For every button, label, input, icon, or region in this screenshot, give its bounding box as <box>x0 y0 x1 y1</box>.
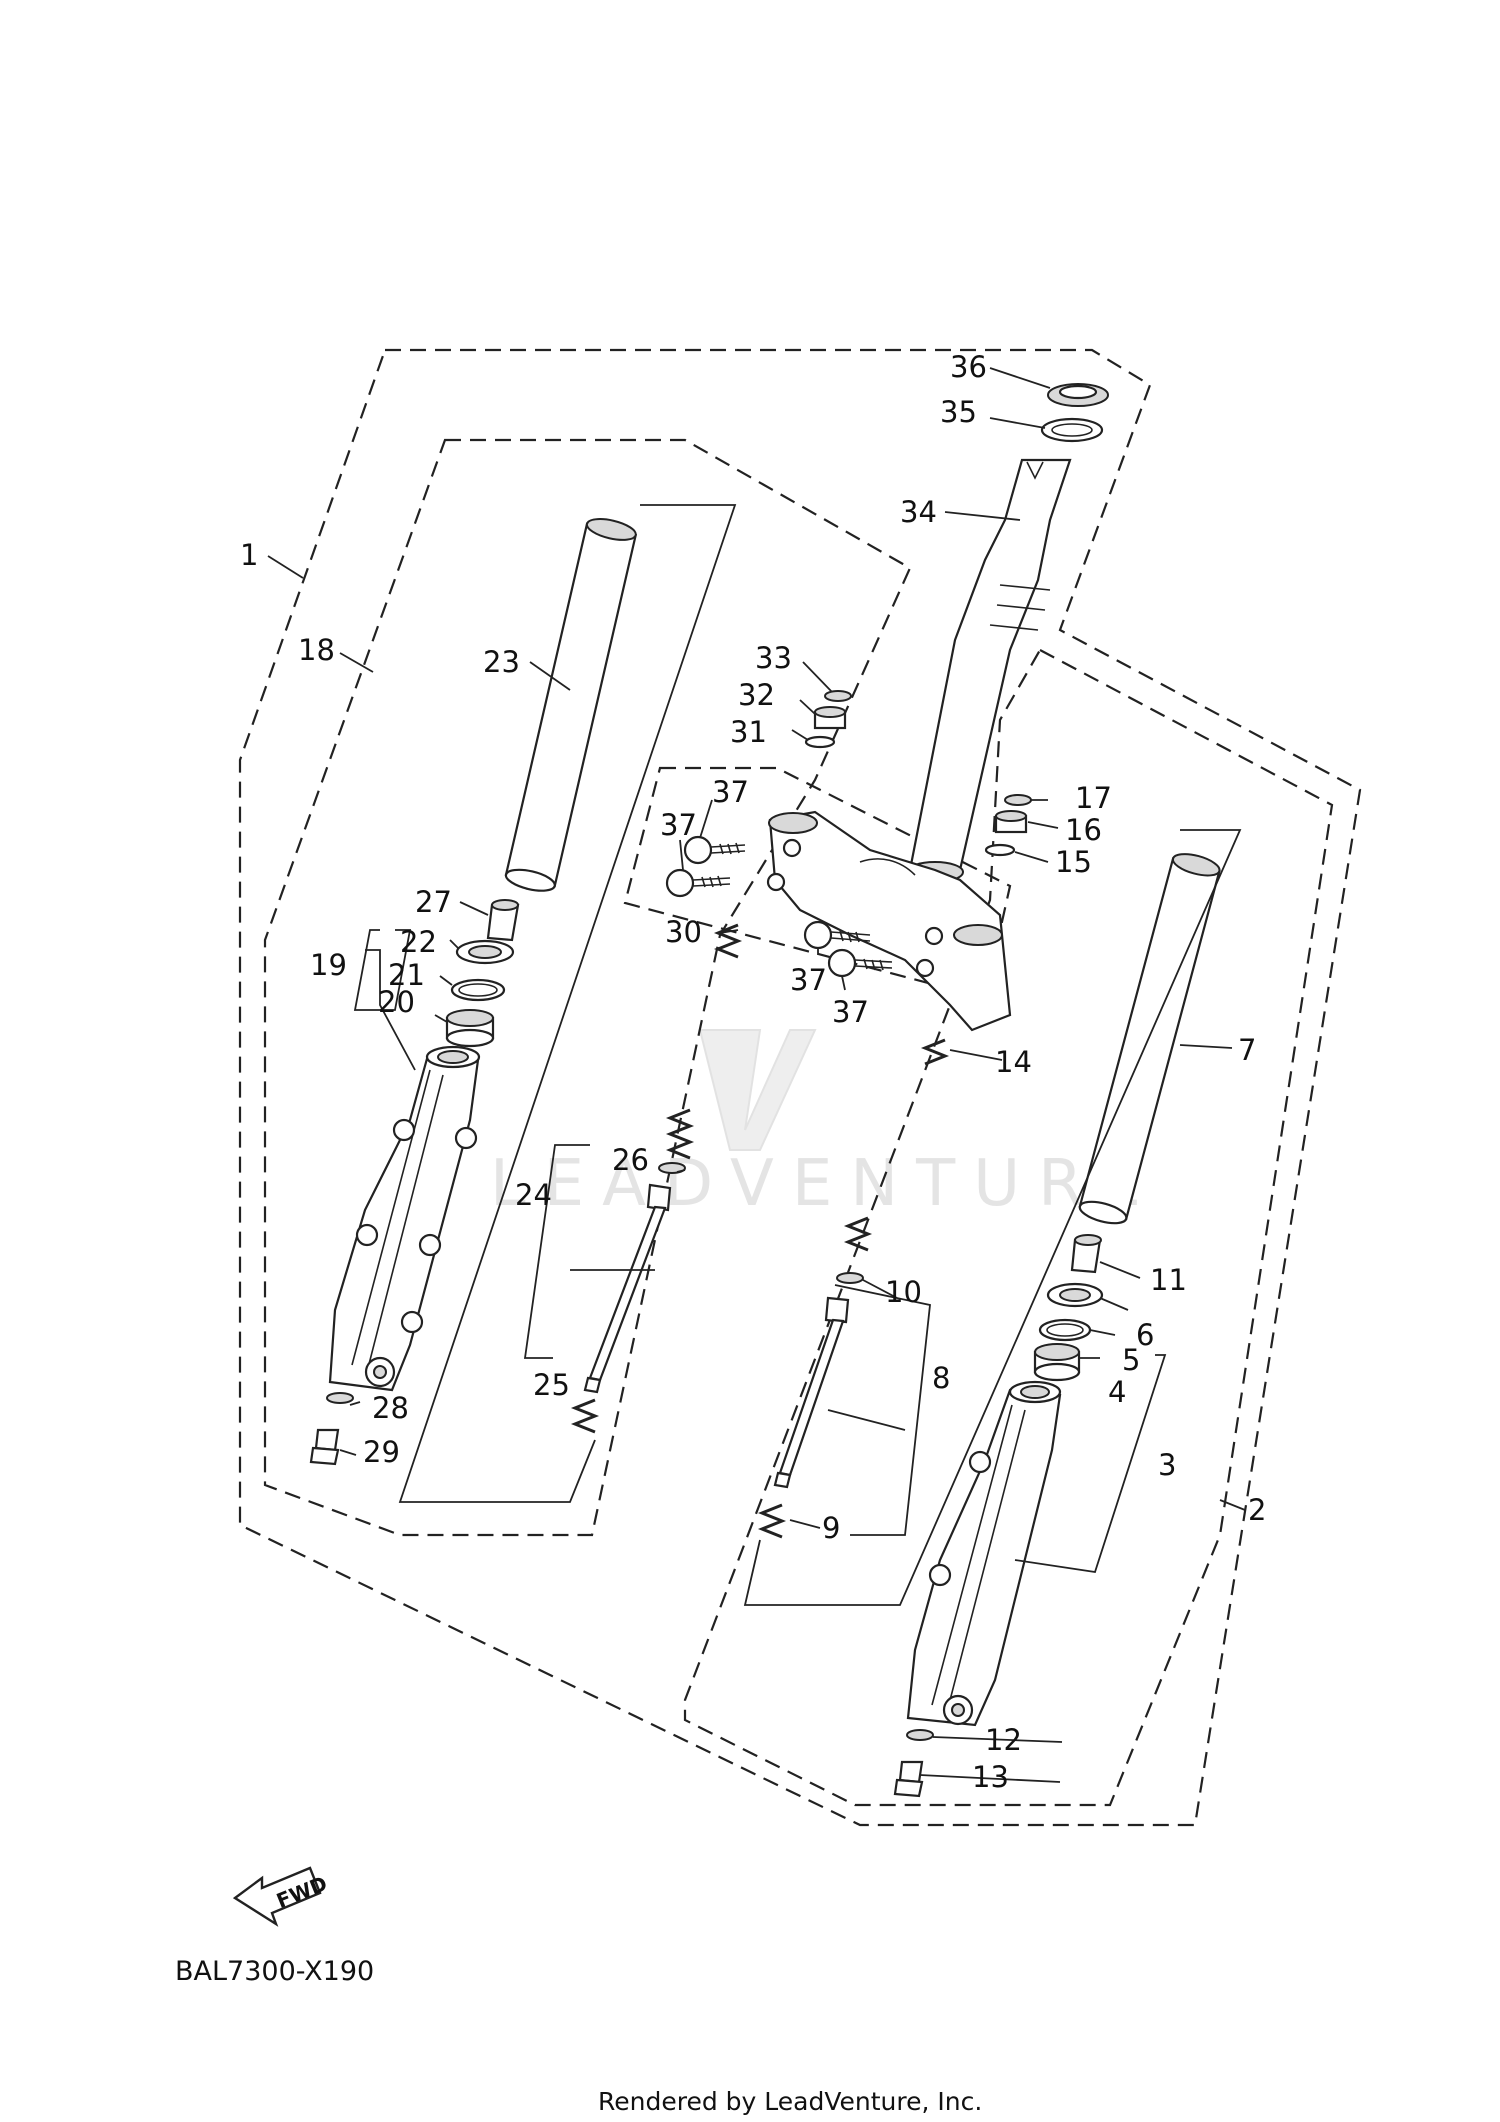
callout-37-lower: 37 <box>832 995 869 1029</box>
callout-5: 5 <box>1122 1343 1140 1377</box>
callout-29: 29 <box>363 1435 400 1469</box>
callout-16: 16 <box>1065 813 1102 847</box>
callout-14: 14 <box>995 1045 1032 1079</box>
callout-35: 35 <box>940 395 977 429</box>
right-fork-assembly <box>757 853 1221 1798</box>
callout-30: 30 <box>665 915 702 949</box>
leader-lines <box>267 367 1246 1783</box>
bushing-20 <box>445 1009 495 1048</box>
callout-20: 20 <box>378 985 415 1019</box>
callout-12: 12 <box>985 1723 1022 1757</box>
callout-37-left: 37 <box>660 808 697 842</box>
callout-37-upper: 37 <box>712 775 749 809</box>
fwd-arrow-icon <box>232 1866 322 1927</box>
callout-34: 34 <box>900 495 937 529</box>
fork-spring-14 <box>843 1038 950 1252</box>
callout-22: 22 <box>400 925 437 959</box>
cap-bolt-32 <box>813 706 847 730</box>
inner-tube-7 <box>1078 853 1221 1225</box>
outer-tube-3 <box>906 1380 1062 1727</box>
callout-33: 33 <box>755 641 792 675</box>
collar-11 <box>1070 1234 1102 1274</box>
callout-24: 24 <box>515 1178 552 1212</box>
bearing-35 <box>1040 417 1104 443</box>
callout-3: 3 <box>1158 1448 1176 1482</box>
callout-19: 19 <box>310 948 347 982</box>
o-ring-15 <box>984 843 1016 857</box>
fork-spring-30 <box>665 923 743 1160</box>
assembly-1-outline <box>238 348 1362 1827</box>
circlip-17 <box>1004 794 1032 806</box>
washer-28 <box>326 1392 354 1404</box>
pinch-bolt-upper-left <box>683 835 746 865</box>
oil-seal-22-hole <box>468 945 502 959</box>
inner-tube-23 <box>504 518 638 892</box>
fwd-arrow: FWD <box>232 1866 331 1927</box>
collar-27 <box>486 899 520 942</box>
bracket-18-frame <box>398 504 737 1503</box>
left-fork-assembly <box>309 518 743 1466</box>
callout-7: 7 <box>1238 1033 1256 1067</box>
pinch-bolt-lower-left <box>665 868 731 898</box>
callout-31: 31 <box>730 715 767 749</box>
callout-6: 6 <box>1136 1318 1154 1352</box>
callout-4: 4 <box>1108 1375 1126 1409</box>
spring-25 <box>570 1398 600 1434</box>
watermark-text: LEADVENTURE <box>490 1147 1159 1221</box>
damper-rod-8 <box>773 1296 850 1489</box>
ring-10 <box>836 1272 864 1284</box>
callout-1: 1 <box>240 538 258 572</box>
ring-26 <box>658 1162 686 1174</box>
circlip-33 <box>824 690 852 702</box>
spring-9 <box>757 1503 787 1539</box>
callout-27: 27 <box>415 885 452 919</box>
callout-15: 15 <box>1055 845 1092 879</box>
washer-12 <box>906 1729 934 1741</box>
watermark-logo-icon <box>698 1029 817 1151</box>
callout-23: 23 <box>483 645 520 679</box>
callout-2: 2 <box>1248 1493 1266 1527</box>
callout-17: 17 <box>1075 781 1112 815</box>
outer-tube-19 <box>328 1045 481 1392</box>
bracket-lines <box>353 504 1242 1606</box>
assembly-2-outline <box>683 648 1334 1807</box>
callout-37-middle: 37 <box>790 963 827 997</box>
callout-32: 32 <box>738 678 775 712</box>
pinch-bolt-lower-right <box>827 948 893 978</box>
callout-28: 28 <box>372 1391 409 1425</box>
clip-5-inner <box>1046 1323 1084 1337</box>
group-outlines <box>238 348 1362 1827</box>
oil-seal-6-hole <box>1059 1288 1091 1302</box>
o-ring-31 <box>804 735 836 749</box>
callout-25: 25 <box>533 1368 570 1402</box>
watermark: LEADVENTURE <box>490 1029 1159 1221</box>
cap-bolt-16 <box>994 810 1028 834</box>
assembly-18-outline <box>263 438 912 1537</box>
bushing-4 <box>1033 1343 1081 1382</box>
callout-36: 36 <box>950 350 987 384</box>
damper-rod-24 <box>583 1183 672 1394</box>
callout-8: 8 <box>932 1361 950 1395</box>
clip-21-inner <box>458 983 498 997</box>
under-bracket <box>766 810 1012 1032</box>
callout-18: 18 <box>298 633 335 667</box>
render-credit: Rendered by LeadVenture, Inc. <box>598 2087 982 2116</box>
callout-13: 13 <box>972 1760 1009 1794</box>
callout-26: 26 <box>612 1143 649 1177</box>
callout-21: 21 <box>388 958 425 992</box>
callout-9: 9 <box>822 1511 840 1545</box>
callout-10: 10 <box>885 1275 922 1309</box>
callout-11: 11 <box>1150 1263 1187 1297</box>
bolt-29 <box>309 1428 340 1466</box>
bolt-13 <box>893 1760 924 1798</box>
drawing-code: BAL7300-X190 <box>175 1956 374 1987</box>
callout-labels: 1 2 3 4 5 6 7 8 9 10 11 12 13 14 15 16 1… <box>240 350 1266 1794</box>
